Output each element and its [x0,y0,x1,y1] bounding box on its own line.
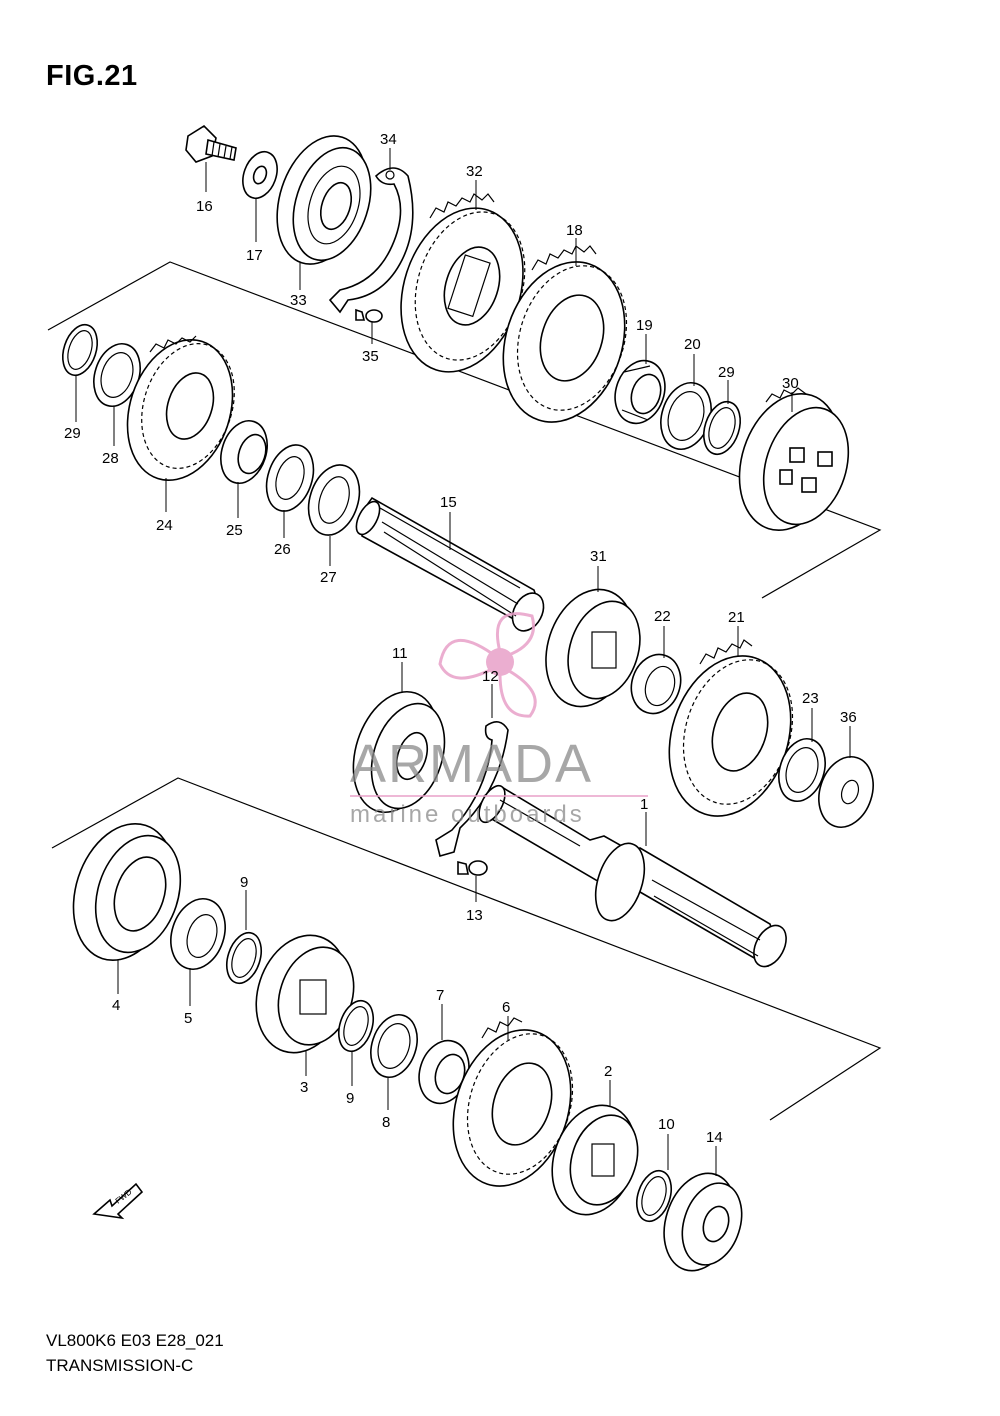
part-33-bearing [276,135,372,265]
part-22-bushing [630,653,682,715]
callout-33: 33 [290,292,307,309]
part-4-gear [72,822,182,962]
part-14-bearing [663,1172,743,1272]
part-9-circlip-lower [337,999,375,1053]
part-19-needle-bearing [614,359,666,425]
callout-10: 10 [658,1116,675,1133]
callout-29-left: 29 [64,425,81,442]
watermark-brand: ARMADA [350,734,593,794]
watermark-hub [486,648,514,676]
part-35-screw [355,308,383,323]
callout-labels: 16 17 33 34 35 32 18 19 20 29 30 29 28 2… [64,131,857,1146]
part-32-gear [400,193,526,373]
leader-lines [75,148,851,1176]
part-29-circlip-left [61,323,99,377]
watermark-blade [495,612,535,658]
callout-1: 1 [640,796,648,813]
callout-26: 26 [274,541,291,558]
callout-5: 5 [184,1010,192,1027]
callout-32: 32 [466,163,483,180]
callout-30: 30 [782,375,799,392]
part-11-bearing [352,690,446,814]
callout-23: 23 [802,690,819,707]
callout-27: 27 [320,569,337,586]
watermark-blade [438,639,500,680]
part-24-gear [126,335,235,481]
part-9-circlip-upper [225,931,263,985]
part-36-bearing [818,756,874,828]
callout-28: 28 [102,450,119,467]
callout-16: 16 [196,198,213,215]
part-6-gear [452,1017,574,1187]
callout-34: 34 [380,131,397,148]
part-30-gear [738,387,850,532]
lower-shaft-frame [51,777,882,1121]
callout-9-lower: 9 [346,1090,354,1107]
part-25-needle-bearing [220,420,268,484]
callout-9-upper: 9 [240,874,248,891]
part-5-bushing [170,898,226,970]
callout-29-right: 29 [718,364,735,381]
part-3-gear [255,934,355,1054]
part-8-washer [370,1014,418,1078]
callout-12: 12 [482,668,499,685]
part-15-driveshaft [355,496,545,632]
part-34-retainer-plate [328,167,414,314]
callout-4: 4 [112,997,120,1014]
figure-title: FIG.21 [46,60,138,92]
callout-22: 22 [654,608,671,625]
callout-31: 31 [590,548,607,565]
callout-17: 17 [246,247,263,264]
part-7-needle-bearing [418,1039,470,1105]
callout-24: 24 [156,517,173,534]
callout-14: 14 [706,1129,723,1146]
part-27-lockwasher [307,464,361,536]
figure-code: VL800K6 E03 E28_021 [46,1331,224,1350]
fwd-arrow-icon: FWD [92,1182,144,1220]
watermark-blade [498,666,537,718]
callout-7: 7 [436,987,444,1004]
part-2-gear [551,1104,639,1216]
part-10-circlip [635,1169,673,1223]
callout-2: 2 [604,1063,612,1080]
part-16-bolt [185,124,237,163]
callout-35: 35 [362,348,379,365]
part-18-gear [502,245,628,423]
part-21-gear [668,639,794,817]
callout-11: 11 [392,645,408,662]
watermark-tagline: marine outboards [350,801,585,828]
watermark: ARMADA marine outboards [350,612,648,828]
callout-3: 3 [300,1079,308,1096]
part-29-circlip-right [703,400,741,456]
callout-19: 19 [636,317,653,334]
callout-36: 36 [840,709,857,726]
figure-name: TRANSMISSION-C [46,1356,194,1375]
part-12-retainer-plate [435,721,509,857]
callout-8: 8 [382,1114,390,1131]
callout-15: 15 [440,494,457,511]
part-17-washer [242,150,278,200]
watermark-propeller-icon [438,612,537,718]
callout-13: 13 [466,907,483,924]
part-1-countershaft [478,784,787,968]
callout-25: 25 [226,522,243,539]
part-31-gear [545,588,641,708]
callout-6: 6 [502,999,510,1016]
part-13-screw [457,860,488,876]
callout-18: 18 [566,222,583,239]
part-26-lockwasher [265,444,315,512]
callout-20: 20 [684,336,701,353]
callout-21: 21 [728,609,745,626]
